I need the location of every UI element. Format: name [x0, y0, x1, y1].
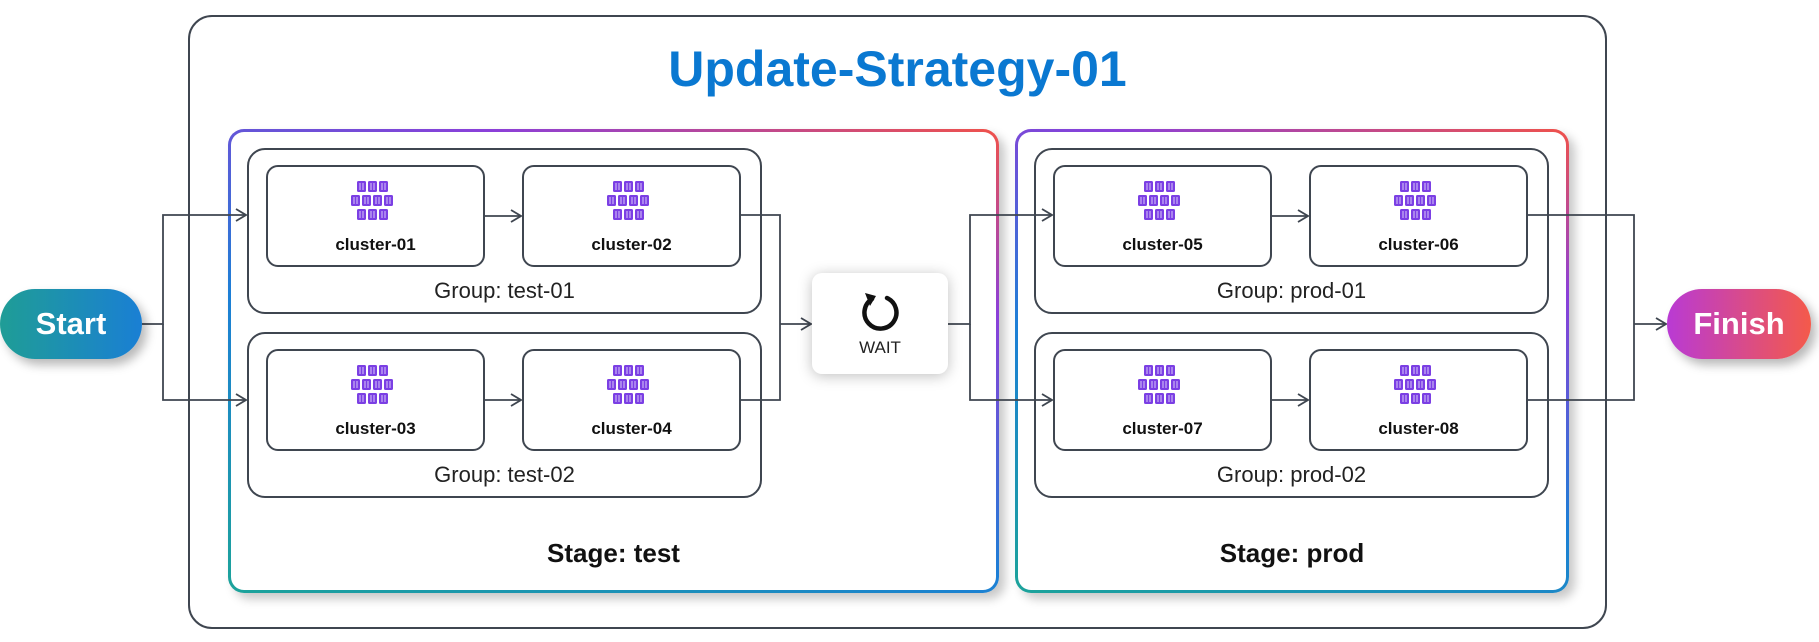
strategy-title: Update-Strategy-01: [668, 41, 1127, 97]
wait-step[interactable]: WAIT: [812, 273, 948, 374]
group-test-01-label: Group: test-01: [434, 278, 575, 303]
kubernetes-cluster-icon: [606, 181, 657, 228]
cluster-label: cluster-07: [1122, 419, 1203, 438]
group-test-02-label: Group: test-02: [434, 462, 575, 487]
finish-node[interactable]: Finish: [1667, 289, 1811, 359]
cluster-label: cluster-04: [591, 419, 672, 438]
kubernetes-cluster-icon: [1393, 365, 1444, 412]
start-node[interactable]: Start: [0, 289, 142, 359]
cluster-card[interactable]: cluster-01: [266, 165, 485, 267]
stage-test-label: Stage: test: [547, 538, 680, 568]
kubernetes-cluster-icon: [1137, 365, 1188, 412]
kubernetes-cluster-icon: [606, 365, 657, 412]
cluster-label: cluster-03: [335, 419, 416, 438]
cluster-card[interactable]: cluster-08: [1309, 349, 1528, 451]
kubernetes-cluster-icon: [350, 365, 401, 412]
refresh-icon: [862, 292, 899, 331]
cluster-label: cluster-06: [1378, 235, 1459, 254]
cluster-card[interactable]: cluster-02: [522, 165, 741, 267]
group-prod-01-label: Group: prod-01: [1216, 278, 1367, 303]
cluster-label: cluster-08: [1378, 419, 1459, 438]
kubernetes-cluster-icon: [1393, 181, 1444, 228]
cluster-card[interactable]: cluster-04: [522, 349, 741, 451]
cluster-label: cluster-01: [335, 235, 416, 254]
group-prod-02-label: Group: prod-02: [1216, 462, 1367, 487]
kubernetes-cluster-icon: [1137, 181, 1188, 228]
finish-label: Finish: [1693, 306, 1785, 341]
cluster-label: cluster-02: [591, 235, 672, 254]
cluster-card[interactable]: cluster-06: [1309, 165, 1528, 267]
stage-prod-label: Stage: prod: [1219, 538, 1365, 568]
start-label: Start: [35, 306, 107, 341]
cluster-card[interactable]: cluster-07: [1053, 349, 1272, 451]
wait-label: WAIT: [859, 337, 901, 357]
cluster-card[interactable]: cluster-03: [266, 349, 485, 451]
kubernetes-cluster-icon: [350, 181, 401, 228]
cluster-label: cluster-05: [1122, 235, 1203, 254]
cluster-card[interactable]: cluster-05: [1053, 165, 1272, 267]
